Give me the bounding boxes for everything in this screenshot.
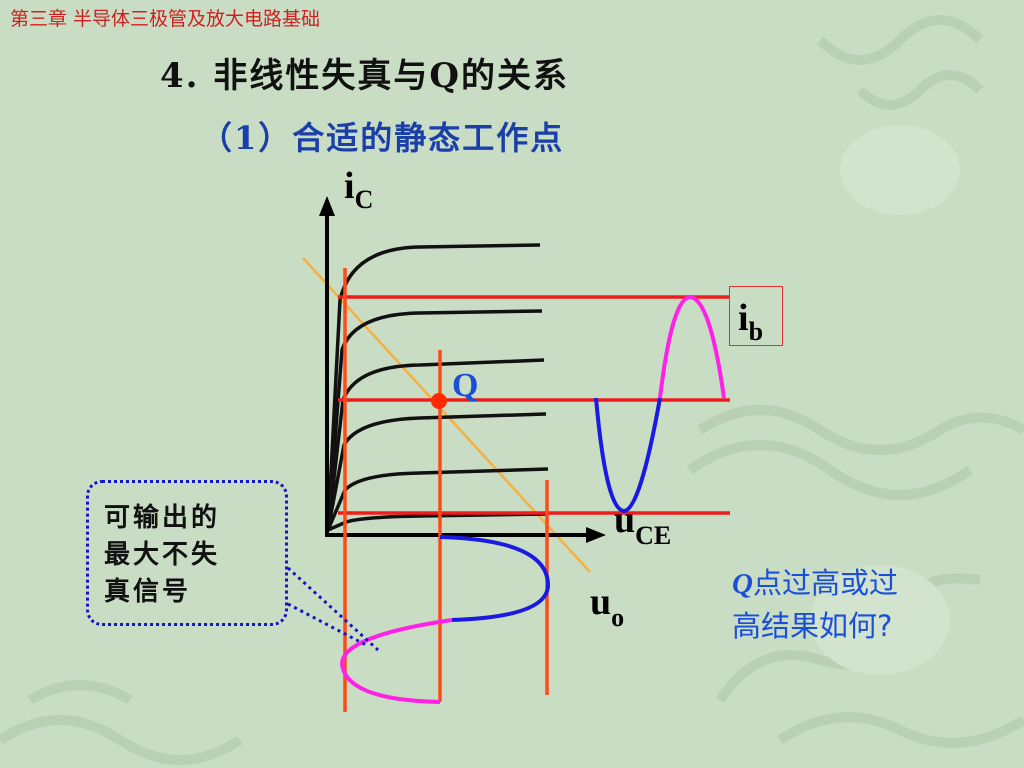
input-signal-subscript: b (749, 317, 763, 346)
ib-waveform-blue (594, 397, 662, 514)
characteristic-curves (326, 243, 549, 532)
callout-pointer (286, 566, 380, 652)
callout-line: 可输出的 (104, 503, 221, 533)
output-signal-subscript: o (611, 603, 624, 632)
uo-waveform-magenta (339, 618, 453, 704)
x-axis-label: uCE (614, 499, 671, 550)
y-axis-symbol: i (344, 165, 355, 207)
y-axis-label: iC (344, 165, 373, 214)
characteristic-curve (326, 243, 541, 531)
slide-title: 4. 非线性失真与Q的关系 (160, 56, 569, 96)
characteristic-curve (326, 358, 545, 531)
question-line-1-rest: 点过高或过 (752, 566, 898, 600)
input-signal-symbol: i (738, 297, 749, 339)
output-signal-symbol: u (590, 581, 611, 623)
q-point-label: Q (452, 367, 478, 404)
ib-waveform-magenta (658, 294, 726, 399)
question-text: Q点过高或过 高结果如何? (732, 562, 962, 647)
callout-box (86, 480, 288, 626)
load-line (302, 257, 591, 573)
question-q: Q (732, 568, 753, 600)
horizontal-red-lines (338, 295, 730, 515)
y-axis-subscript: C (355, 185, 374, 214)
callout-line: 最大不失 (104, 540, 221, 570)
characteristic-curve (327, 512, 549, 532)
x-axis-symbol: u (614, 499, 635, 541)
characteristic-curve (326, 309, 543, 531)
callout-line: 真信号 (104, 577, 192, 607)
callout-text: 可输出的 最大不失 真信号 (104, 500, 274, 611)
uo-waveform-blue (439, 535, 551, 622)
q-point (431, 393, 447, 409)
question-line-2: 高结果如何? (732, 609, 893, 643)
input-signal-label: ib (738, 297, 763, 346)
slide-subtitle: （1）合适的静态工作点 (200, 119, 565, 157)
y-axis-arrow (319, 196, 335, 216)
ib-label-box (729, 286, 783, 346)
x-axis-subscript: CE (635, 521, 671, 550)
chapter-header: 第三章 半导体三极管及放大电路基础 (10, 8, 321, 30)
question-line-1: Q点过高或过 (732, 562, 962, 605)
x-axis-arrow (586, 527, 606, 543)
output-signal-label: uo (590, 581, 624, 632)
